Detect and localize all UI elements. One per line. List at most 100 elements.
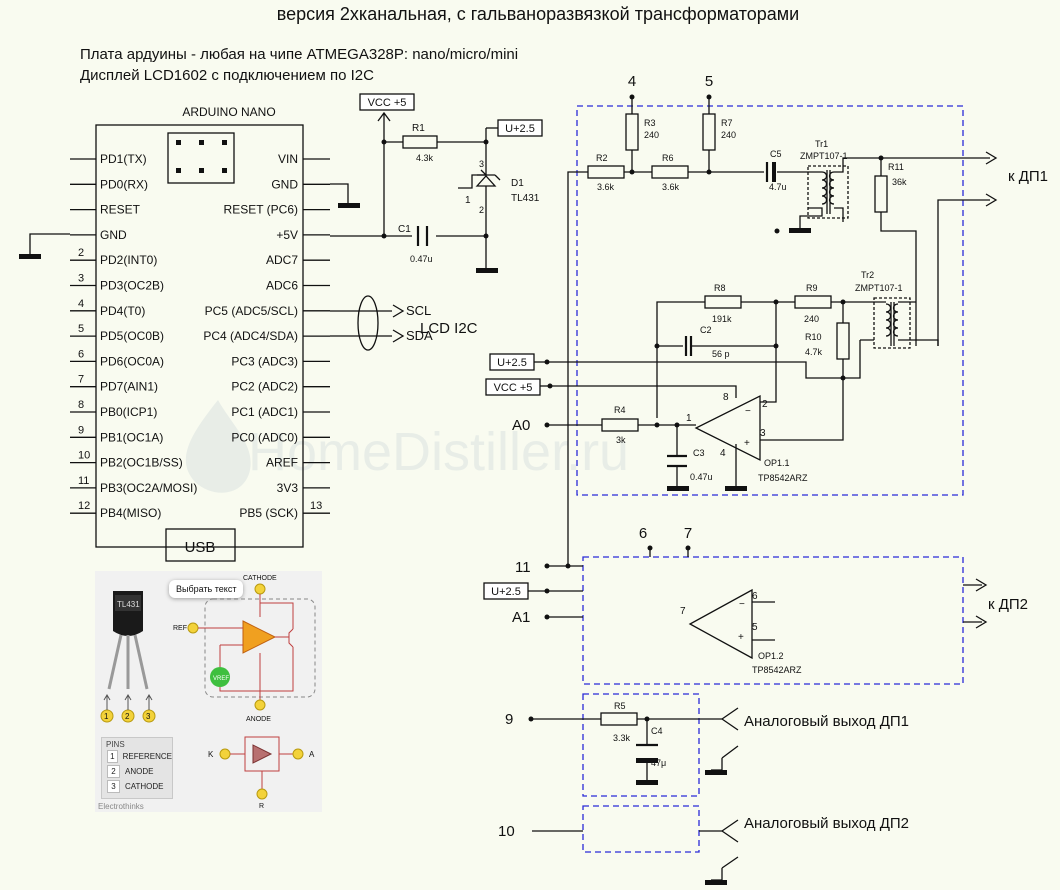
svg-text:1: 1 xyxy=(686,413,692,424)
ground-symbol xyxy=(338,203,360,208)
svg-text:36k: 36k xyxy=(892,177,907,187)
svg-text:R7: R7 xyxy=(721,118,733,128)
svg-text:2: 2 xyxy=(479,205,484,215)
ground-symbol xyxy=(667,486,689,491)
svg-text:A1: A1 xyxy=(512,609,530,626)
ground-symbol xyxy=(476,268,498,273)
op12-opamp: − + 7 6 5 OP1.2 TP8542ARZ xyxy=(680,588,802,675)
svg-text:TP8542ARZ: TP8542ARZ xyxy=(758,473,808,483)
svg-text:VREF: VREF xyxy=(213,676,229,682)
svg-text:SDA: SDA xyxy=(406,328,433,343)
svg-text:C1: C1 xyxy=(398,224,411,235)
analog-out2-circuit: 10 Аналоговый выход ДП2 xyxy=(498,815,909,885)
arduino-pin-label: PD6(OC0A) xyxy=(100,354,164,368)
svg-text:3: 3 xyxy=(760,428,766,439)
arduino-pin-label: AREF xyxy=(266,456,298,470)
arduino-pin-label: GND xyxy=(271,177,298,191)
svg-text:R4: R4 xyxy=(614,405,626,415)
svg-text:6: 6 xyxy=(639,525,647,542)
i2c-bus: SCL SDA LCD I2C xyxy=(330,295,478,351)
arduino-pin-label: RESET (PC6) xyxy=(224,203,298,217)
svg-text:R5: R5 xyxy=(614,701,626,711)
ground-symbol xyxy=(705,770,727,775)
svg-text:2: 2 xyxy=(762,399,768,410)
arduino-pin-label: PB5 (SCK) xyxy=(239,506,298,520)
arduino-pin-number: 12 xyxy=(78,500,90,512)
svg-text:−: − xyxy=(745,406,751,417)
arduino-pin-number: 10 xyxy=(78,450,90,462)
arduino-pin-label: PB3(OC2A/MOSI) xyxy=(100,481,197,495)
svg-text:A0: A0 xyxy=(512,417,530,434)
arduino-pin-number: 3 xyxy=(78,273,84,285)
tl431-pinout-graphic: TL431 1 2 3 CATHODE REF VREF ANODE K xyxy=(100,575,316,810)
arduino-pin-number: 4 xyxy=(78,298,84,310)
svg-text:OP1.2: OP1.2 xyxy=(758,651,784,661)
arduino-pin-label: +5V xyxy=(276,228,298,242)
arduino-pin-label: PB4(MISO) xyxy=(100,506,161,520)
svg-text:3.6k: 3.6k xyxy=(662,182,680,192)
svg-text:+: + xyxy=(738,632,744,643)
svg-text:C2: C2 xyxy=(700,325,712,335)
tr1-transformer: Tr1 ZMPT107-1 xyxy=(774,139,990,234)
arduino-pin-number: 5 xyxy=(78,323,84,335)
channel2-circuit: 6 7 11 U+2.5 A1 − + 7 6 5 OP1.2 TP8542AR… xyxy=(483,525,1028,675)
svg-text:R3: R3 xyxy=(644,118,656,128)
arduino-pin-label: PB1(OC1A) xyxy=(100,430,163,444)
arduino-pin-label: PC3 (ADC3) xyxy=(231,354,298,368)
arduino-pin-label: ADC6 xyxy=(266,279,298,293)
svg-text:8: 8 xyxy=(723,392,729,403)
analog-out1-box xyxy=(582,693,700,797)
r8-resistor xyxy=(704,295,742,309)
svg-text:U+2.5: U+2.5 xyxy=(497,357,527,369)
arduino-pin-number: 8 xyxy=(78,399,84,411)
svg-text:R9: R9 xyxy=(806,283,818,293)
svg-text:к ДП2: к ДП2 xyxy=(988,596,1028,613)
svg-text:C4: C4 xyxy=(651,726,663,736)
svg-text:OP1.1: OP1.1 xyxy=(764,458,790,468)
r4-resistor xyxy=(601,418,639,432)
svg-text:4: 4 xyxy=(720,448,726,459)
svg-text:R2: R2 xyxy=(596,153,608,163)
svg-text:47μ: 47μ xyxy=(651,758,666,768)
svg-text:R8: R8 xyxy=(714,283,726,293)
d1-tl431: 1 3 2 D1 TL431 xyxy=(458,159,540,215)
svg-text:R: R xyxy=(259,803,264,810)
image-credit: Electrothinks xyxy=(98,802,144,811)
svg-text:0.47u: 0.47u xyxy=(410,254,433,264)
svg-text:5: 5 xyxy=(752,622,758,633)
tr2-transformer: Tr2 ZMPT107-1 xyxy=(855,270,939,349)
arduino-pin-label: PD5(OC0B) xyxy=(100,329,164,343)
arduino-pin-label: VIN xyxy=(278,152,298,166)
svg-text:к ДП1: к ДП1 xyxy=(1008,168,1048,185)
arduino-pin-number: 6 xyxy=(78,348,84,360)
svg-text:R10: R10 xyxy=(805,332,822,342)
reference-supply: VCC +5 R1 4.3k U+2.5 1 3 2 D1 TL431 C1 0… xyxy=(330,93,543,273)
svg-text:3: 3 xyxy=(146,712,151,721)
usb-label: USB xyxy=(185,539,216,556)
tl431-part-label: TL431 xyxy=(117,600,140,609)
svg-text:6: 6 xyxy=(752,591,758,602)
svg-text:240: 240 xyxy=(721,130,736,140)
r5-resistor xyxy=(600,712,638,726)
r1-resistor xyxy=(402,135,438,149)
select-text-tooltip[interactable]: Выбрать текст xyxy=(169,580,244,598)
arduino-pin-label: PD0(RX) xyxy=(100,177,148,191)
u25-tag xyxy=(497,119,543,137)
svg-text:3.6k: 3.6k xyxy=(597,182,615,192)
svg-text:Аналоговый выход ДП1: Аналоговый выход ДП1 xyxy=(744,713,909,730)
arduino-pin-label: PB0(ICP1) xyxy=(100,405,157,419)
r6-resistor xyxy=(651,165,689,179)
svg-text:2: 2 xyxy=(125,712,130,721)
arduino-label: ARDUINO NANO xyxy=(182,105,275,119)
svg-text:7: 7 xyxy=(680,606,686,617)
svg-text:1: 1 xyxy=(104,712,109,721)
arduino-pin-label: PD2(INT0) xyxy=(100,253,157,267)
r11-resistor xyxy=(874,175,888,213)
ground-symbol xyxy=(705,880,727,885)
r7-resistor xyxy=(702,113,716,151)
r9-resistor xyxy=(794,295,832,309)
r10-resistor xyxy=(836,322,850,360)
